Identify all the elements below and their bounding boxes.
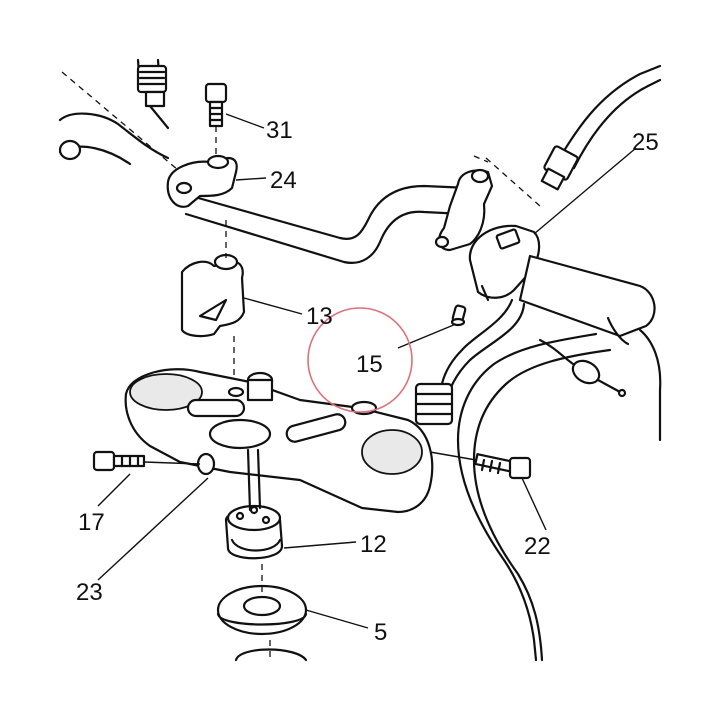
top-triple-clamp-part-23 — [124, 368, 434, 514]
callout-17: 17 — [78, 509, 105, 536]
callout-15: 15 — [356, 351, 383, 378]
steering-nut-part-12 — [224, 448, 284, 560]
callout-13: 13 — [306, 303, 333, 330]
right-brake-line — [540, 64, 662, 191]
callout-24: 24 — [270, 167, 297, 194]
highlight-circle — [307, 307, 413, 413]
right-clamp — [434, 155, 541, 252]
callout-31: 31 — [266, 117, 293, 144]
upper-clamp-part-24 — [166, 154, 238, 208]
left-handlebar-grip — [58, 112, 170, 166]
bolt-part-17 — [92, 450, 201, 472]
bolt-part-22 — [429, 451, 532, 480]
switch-housing-part-25 — [468, 224, 662, 442]
switch-wiring-harness — [414, 298, 612, 662]
callout-5: 5 — [374, 619, 387, 646]
bolt-part-31 — [204, 82, 228, 156]
callout-25: 25 — [632, 129, 659, 156]
callout-12: 12 — [360, 531, 387, 558]
leader-lines — [97, 113, 637, 629]
callout-22: 22 — [524, 533, 551, 560]
throttle-cable — [538, 338, 627, 398]
screw-part-15 — [450, 304, 467, 327]
lower-bearing-partial — [234, 640, 308, 662]
washer-part-5 — [216, 564, 308, 636]
callout-23: 23 — [76, 579, 103, 606]
handlebar-tube — [168, 184, 472, 264]
riser-part-13 — [180, 220, 246, 384]
